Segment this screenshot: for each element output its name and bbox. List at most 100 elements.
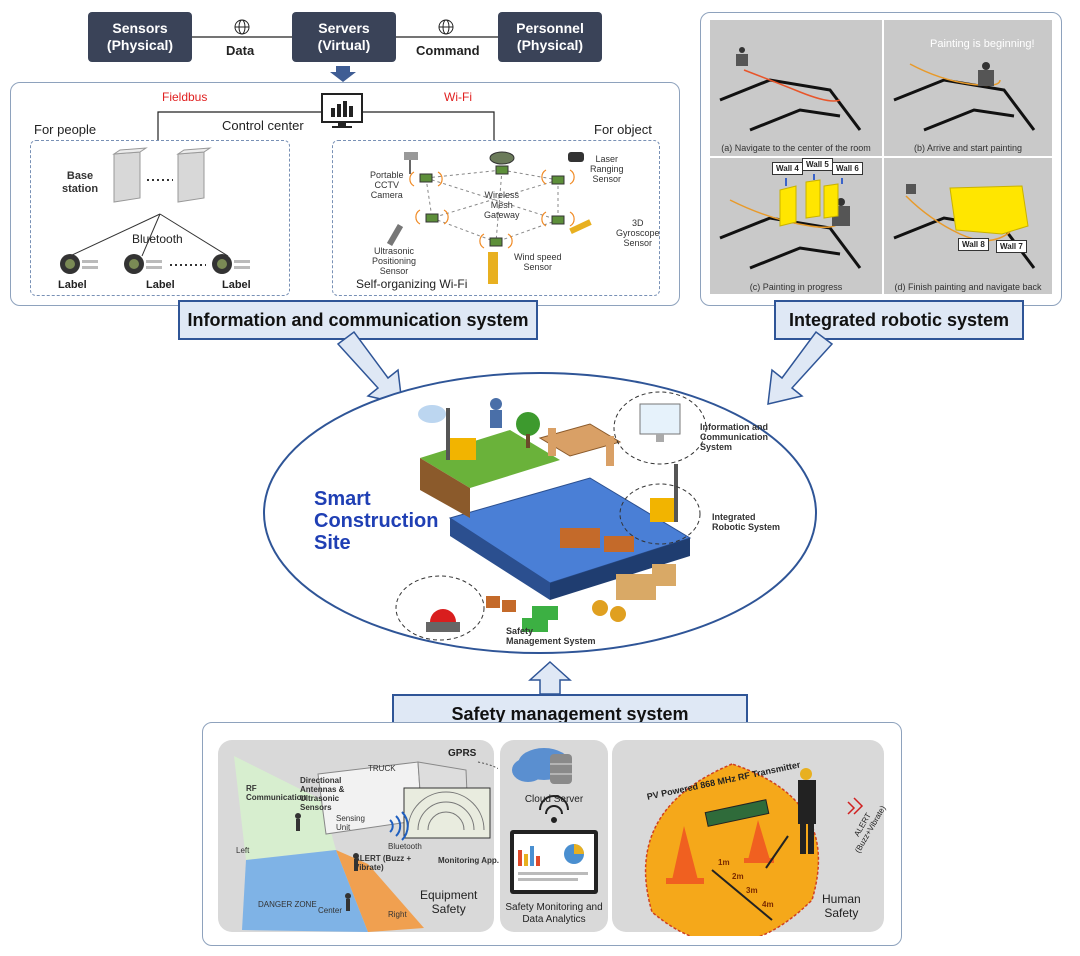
left-block-arrow: [336, 330, 403, 405]
bluetooth-small-label: Bluetooth: [388, 842, 422, 851]
label-tag-icon-2: [124, 254, 162, 274]
equipment-scene: [234, 756, 498, 932]
label-3: Label: [222, 279, 251, 291]
left-label: Left: [236, 846, 250, 855]
arrows-to-center: [336, 330, 834, 405]
caption-d: (d) Finish painting and navigate back: [894, 282, 1042, 292]
gateway-icon: [489, 151, 515, 165]
worker-icon-3: [345, 893, 351, 911]
monitoring-app-label: Monitoring App.: [438, 856, 500, 865]
wifi-signal-icon: [539, 795, 569, 823]
danger-zone-label: DANGER ZONE: [258, 900, 317, 909]
analytics-screen-icon: [510, 830, 598, 894]
distance-2m: 2m: [732, 872, 744, 881]
ultrasonic-sensor-icon: [386, 223, 404, 247]
object-box: [332, 140, 660, 296]
truck-label: TRUCK: [368, 764, 396, 773]
cloud-scene: [510, 748, 598, 894]
flow-connectors: [192, 19, 498, 82]
wireless-gateway-label: Wireless Mesh Gateway: [484, 190, 520, 220]
fieldbus-label: Fieldbus: [162, 90, 208, 104]
rf-comm-label: RF Communication: [246, 784, 307, 802]
smart-site-title: Smart Construction Site: [314, 488, 439, 554]
camera-icon: [404, 152, 418, 174]
painted-walls-c: [779, 179, 839, 227]
right-block-arrow: [767, 330, 834, 405]
traffic-cone-icon-2: [744, 820, 774, 863]
worker-icon-2: [353, 853, 359, 871]
gprs-label: GPRS: [448, 748, 477, 759]
label-2: Label: [146, 279, 175, 291]
directional-label: Directional Antennas & Ultrasonic Sensor…: [300, 776, 345, 812]
caption-c: (c) Painting in progress: [749, 282, 843, 292]
people-box: [30, 140, 290, 296]
for-people-label: For people: [34, 122, 97, 137]
wifi-label: Wi-Fi: [444, 90, 472, 104]
center-ellipse: [263, 372, 817, 654]
servers-box: Servers (Virtual): [292, 12, 396, 62]
robot-icon-d: [906, 184, 916, 194]
robot-frame-b: [884, 20, 1052, 156]
ultrasonic-sensor-label: Ultrasonic Positioning Sensor: [372, 246, 417, 276]
label-tag-icon-1: [60, 254, 98, 274]
distance-4m: 4m: [762, 900, 774, 909]
wall4-label: Wall 4: [772, 162, 803, 175]
cloud-server-icon: [512, 748, 572, 784]
cloud-icon: [418, 405, 446, 423]
bluetooth-waves-icon: [389, 811, 409, 841]
sms-center-label: Safety Management System: [506, 626, 596, 646]
green-blocks-icon: [522, 606, 558, 632]
equipment-safety-label: Equipment Safety: [420, 888, 478, 916]
right-label: Right: [388, 910, 407, 919]
human-safety-label: Human Safety: [822, 892, 861, 920]
alert-buzz-label: ALERT (Buzz + Vibrate): [354, 854, 412, 872]
for-object-label: For object: [594, 122, 652, 137]
robot-frame-a: [710, 20, 882, 156]
bluetooth-label: Bluetooth: [132, 232, 183, 246]
mesh-network: [386, 151, 592, 284]
self-org-wifi-label: Self-organizing Wi-Fi: [356, 277, 468, 291]
gyro-sensor-label: 3D Gyroscope Sensor: [616, 218, 660, 248]
sensing-unit-label: Sensing Unit: [336, 814, 365, 832]
data-label: Data: [226, 43, 255, 58]
wall8-label: Wall 8: [958, 238, 989, 251]
robot-icon-c: [832, 198, 850, 226]
sensors-box: Sensors (Physical): [88, 12, 192, 62]
up-arrow: [528, 660, 572, 695]
bricks-icon: [560, 528, 634, 552]
brown-blocks-icon: [486, 596, 516, 612]
wall7-label: Wall 7: [996, 240, 1027, 253]
laser-sensor-icon: [568, 152, 584, 162]
center-small-label: Center: [318, 906, 343, 915]
siren-icon: [426, 609, 460, 632]
base-stations: [60, 147, 250, 274]
down-arrow-icon: [330, 66, 356, 82]
alert-wave-icon: [847, 797, 864, 815]
gear-coin-icons: [592, 600, 626, 622]
forklift-icon: [446, 408, 476, 460]
painting-beginning-label: Painting is beginning!: [930, 38, 1035, 50]
robot-icon-a: [736, 47, 748, 66]
irs-center-label: Integrated Robotic System: [712, 512, 781, 532]
tree-icon: [516, 412, 540, 448]
wind-sensor-label: Wind speed Sensor: [514, 252, 562, 272]
control-center-lines: [157, 93, 495, 140]
boxes-icon: [616, 564, 676, 600]
base-station-label: Base station: [62, 170, 99, 195]
traffic-cone-icon-1: [666, 826, 704, 884]
control-center-label: Control center: [222, 118, 304, 133]
command-label: Command: [416, 43, 480, 58]
globe-icon-data: [234, 19, 250, 35]
forklift-icon-2: [650, 464, 678, 522]
robotic-title: Integrated robotic system: [774, 300, 1024, 340]
caption-a: (a) Navigate to the center of the room: [721, 143, 871, 153]
wall6-label: Wall 6: [832, 162, 863, 175]
sensor-node-icons: [419, 165, 565, 247]
laser-sensor-label: Laser Ranging Sensor: [590, 154, 624, 184]
distance-1m: 1m: [718, 858, 730, 867]
globe-icon-command: [438, 19, 454, 35]
painted-walls-d: [949, 185, 1029, 235]
label-1: Label: [58, 279, 87, 291]
gyro-sensor-icon: [569, 219, 592, 235]
worker-icon-human: [798, 768, 816, 854]
